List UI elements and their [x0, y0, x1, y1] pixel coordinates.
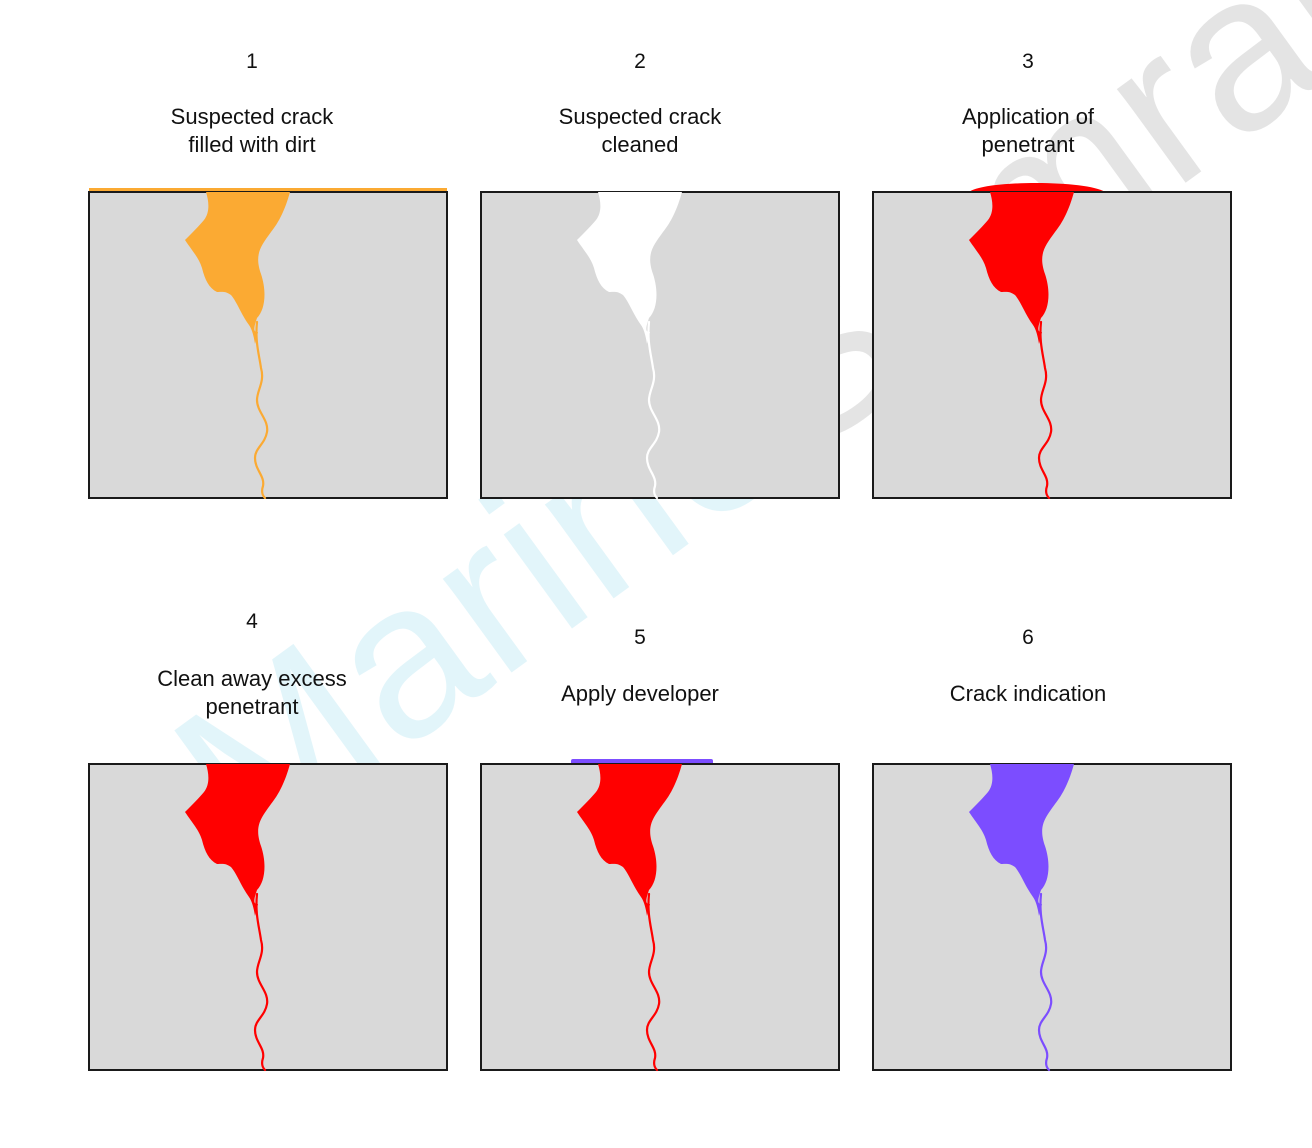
panel-3: [872, 183, 1232, 500]
crack-opening: [969, 192, 1074, 344]
step-3: 3 Application of penetrant: [818, 48, 1238, 168]
step-6: 6 Crack indication: [818, 624, 1238, 724]
crack-tail: [253, 320, 269, 500]
step-4: 4 Clean away excess penetrant: [42, 608, 462, 728]
test-material: [88, 763, 448, 1071]
test-material: [480, 191, 840, 499]
crack-opening: [577, 192, 682, 344]
step-number: 2: [634, 50, 646, 73]
panel-6: [872, 763, 1232, 1072]
crack-opening: [969, 764, 1074, 916]
step-number: 3: [1022, 50, 1034, 73]
excess-penetrant: [969, 183, 1105, 192]
panel-1: [88, 188, 448, 500]
crack-tail: [1037, 320, 1053, 500]
crack-tail: [645, 892, 661, 1072]
panel-4: [88, 763, 448, 1072]
crack-tail: [645, 320, 661, 500]
test-material: [480, 763, 840, 1071]
crack-tail: [1037, 892, 1053, 1072]
step-title: Apply developer: [561, 681, 719, 706]
step-number: 1: [246, 50, 258, 73]
step-number: 5: [634, 626, 646, 649]
step-title: Application of penetrant: [961, 104, 1095, 157]
step-number: 4: [246, 610, 258, 633]
dirt-surface-layer: [89, 188, 447, 193]
step-2: 2 Suspected crack cleaned: [430, 48, 850, 168]
step-title: Clean away excess penetrant: [157, 666, 347, 719]
step-1: 1 Suspected crack filled with dirt: [42, 48, 462, 168]
panel-2: [480, 191, 840, 500]
step-title: Crack indication: [949, 681, 1107, 706]
step-title: Suspected crack filled with dirt: [170, 104, 334, 157]
step-title: Suspected crack cleaned: [558, 104, 722, 157]
panel-5: [480, 759, 840, 1072]
crack-opening: [185, 764, 290, 916]
crack-tail: [253, 892, 269, 1072]
crack-opening: [577, 764, 682, 916]
step-number: 6: [1022, 626, 1034, 649]
test-material: [872, 191, 1232, 499]
crack-opening: [185, 192, 290, 344]
step-5: 5 Apply developer: [430, 624, 850, 724]
test-material: [88, 191, 448, 499]
test-material: [872, 763, 1232, 1071]
